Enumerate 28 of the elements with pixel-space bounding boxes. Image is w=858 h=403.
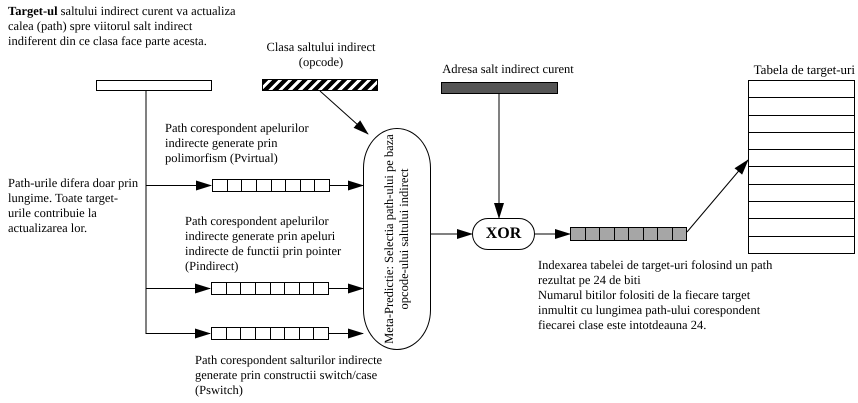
caption-text: Clasa saltului indirect (opcode)	[265, 40, 376, 70]
caption-text: Target-ul saltului indirect curent va actualiza calea (path) spre viitorul salt indirect indiferent din ce clasa face parte acesta.	[8, 4, 236, 49]
register-bar	[212, 179, 330, 192]
input-bar	[441, 82, 558, 94]
caption-text: Path corespondent apelurilor indirecte generate prin polimorfism (Pvirtual)	[165, 121, 310, 166]
arrow	[430, 229, 473, 239]
register-bar	[570, 227, 687, 241]
xor-node: XOR	[472, 218, 535, 250]
input-bar	[96, 80, 212, 91]
meta-prediction-text: Meta-Predictie: Selectia path-ului pe baza opcode-ului saltului indirect	[382, 134, 412, 344]
table-heading: Tabela de target-uri	[754, 60, 855, 79]
arrow	[686, 159, 749, 232]
caption-text: Path corespondent apelurilor indirecte generate prin apeluri indirecte de functii prin pointer (Pindirect)	[185, 214, 342, 274]
caption-text: Indexarea tabelei de target-uri folosind un path rezultat pe 24 de biti	[538, 258, 774, 288]
arrow	[146, 90, 211, 338]
note-text: Path-urile difera doar prin lungime. Toate target-urile contribuie la actualizarea lor.	[8, 176, 140, 236]
arrow	[328, 284, 364, 294]
input-bar	[262, 79, 378, 91]
register-bar	[211, 327, 329, 340]
arrow	[330, 180, 364, 190]
note-text: Path corespondent salturilor indirecte generate prin constructii switch/case (Pswitch)	[195, 353, 384, 398]
arrow	[328, 328, 364, 338]
caption-text: Numarul bitilor folositi de la fiecare target inmultit cu lungimea path-ului corespondent fiecarei clase este intotdeauna 24.	[538, 288, 762, 333]
register-bar	[211, 282, 329, 295]
arrow	[320, 90, 369, 135]
arrow	[534, 229, 571, 239]
arrow	[494, 94, 504, 219]
caption-text: Adresa salt indirect curent	[441, 62, 575, 77]
